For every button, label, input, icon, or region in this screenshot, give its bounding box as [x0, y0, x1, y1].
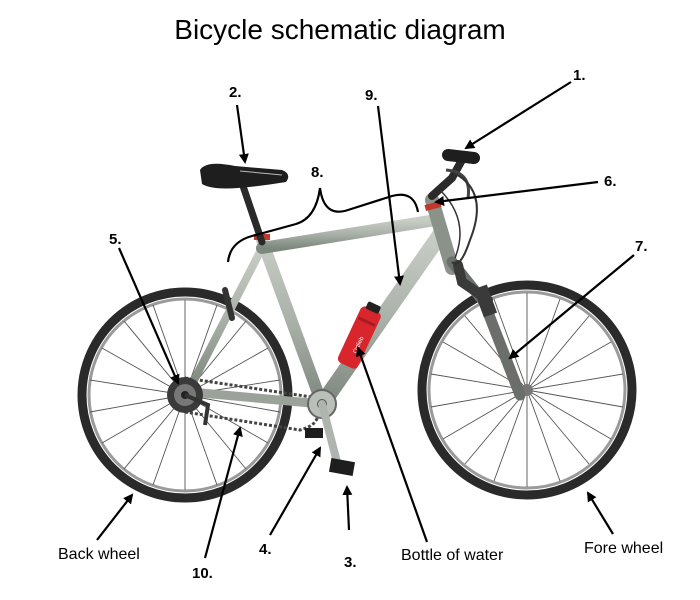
- label-fore-wheel: Fore wheel: [584, 540, 664, 557]
- arrow-1: [464, 81, 572, 150]
- label-10: 10.: [192, 565, 213, 582]
- label-5: 5.: [109, 231, 122, 248]
- label-8: 8.: [311, 164, 324, 181]
- arrow-2: [235, 104, 249, 164]
- arrow-4: [269, 446, 321, 536]
- diagram-title: Bicycle schematic diagram: [174, 14, 506, 45]
- front-wheel-spokes: [430, 293, 624, 487]
- arrow-bottle: [355, 346, 429, 543]
- handlebar-assembly: [428, 149, 480, 265]
- arrow-10: [203, 426, 243, 559]
- arrow-6: [434, 180, 599, 206]
- arrow-3: [342, 485, 353, 531]
- arrow-7: [508, 254, 635, 360]
- label-4: 4.: [259, 541, 272, 558]
- label-7: 7.: [635, 238, 648, 255]
- label-bottle-of-water: Bottle of water: [401, 547, 504, 564]
- label-9: 9.: [365, 87, 378, 104]
- front-wheel: [417, 280, 637, 500]
- arrow-5: [117, 247, 180, 385]
- label-back-wheel: Back wheel: [58, 546, 140, 563]
- label-6: 6.: [604, 173, 617, 190]
- rear-brake: [222, 287, 235, 321]
- label-3: 3.: [344, 554, 357, 571]
- arrow-9: [376, 105, 404, 286]
- drivetrain: [167, 377, 356, 476]
- label-2: 2.: [229, 84, 242, 101]
- water-bottle: Ortlieb: [337, 301, 381, 369]
- bicycle-frame: [185, 193, 459, 412]
- front-fork: [446, 256, 526, 401]
- arrow-fore-wheel: [586, 491, 614, 535]
- saddle-assembly: [200, 163, 289, 246]
- callout-arrows: [96, 81, 635, 559]
- top-tube-bracket: [226, 187, 420, 263]
- chain: [184, 376, 320, 432]
- label-1: 1.: [573, 67, 586, 84]
- arrow-back-wheel: [96, 493, 134, 541]
